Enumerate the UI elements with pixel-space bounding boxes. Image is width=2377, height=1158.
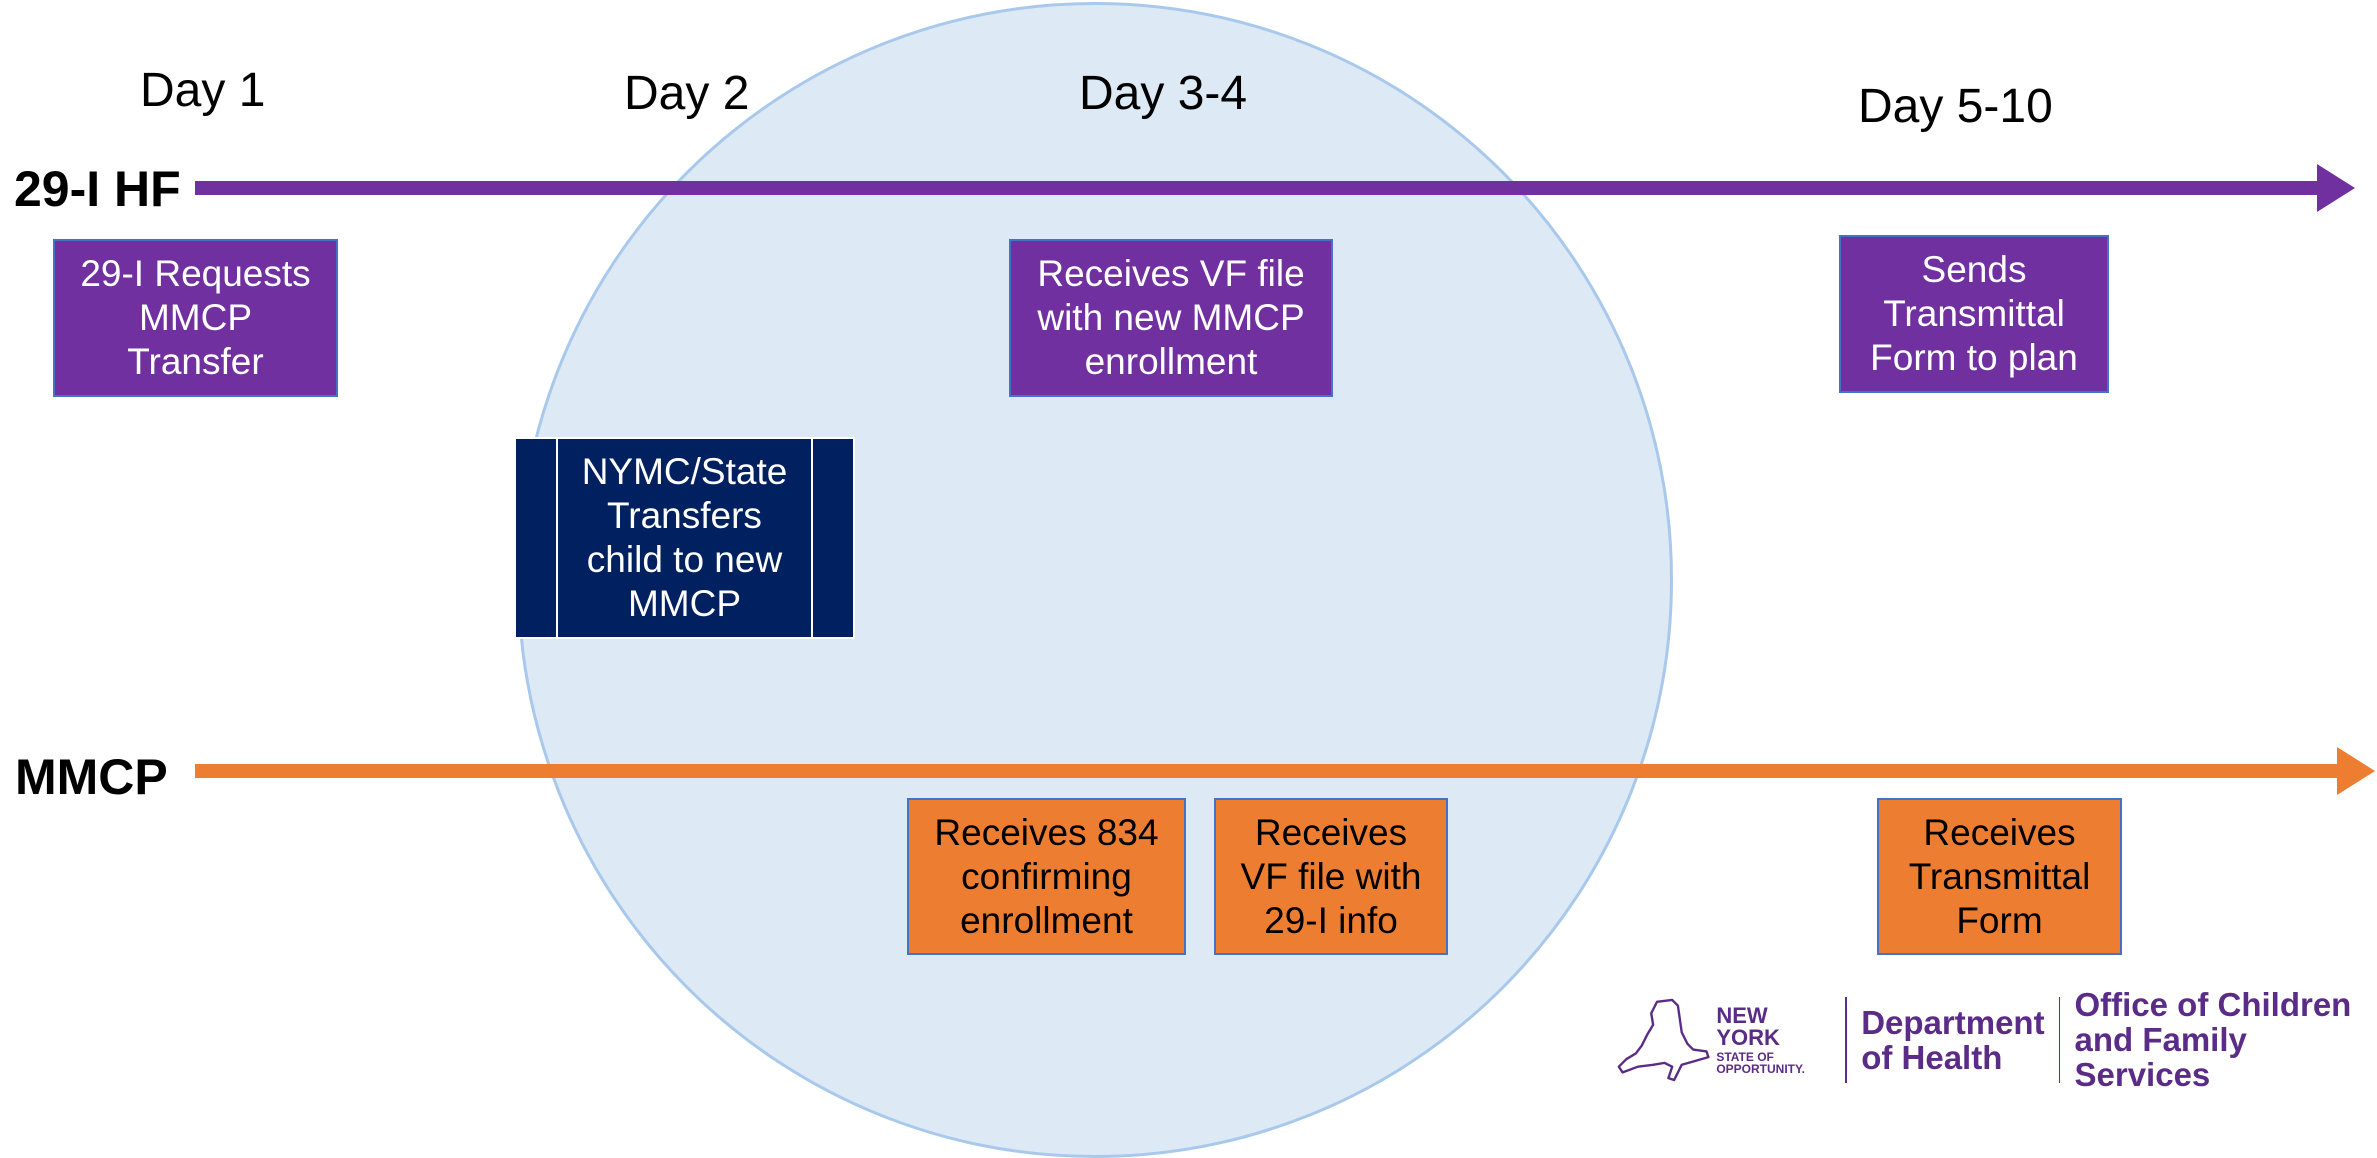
- row-label-29i-hf: 29-I HF: [14, 161, 181, 217]
- footer-logos: NEW YORK STATE OF OPPORTUNITY. Departmen…: [1615, 987, 2377, 1092]
- ny-line-2: STATE OF: [1716, 1049, 1774, 1064]
- step-text-line: enrollment: [1084, 341, 1258, 382]
- step-text-line: Transmittal: [1883, 293, 2065, 334]
- step-text-line: MMCP: [627, 583, 742, 624]
- box-divider: [556, 439, 558, 637]
- doh-line-1: Department: [1861, 1003, 2045, 1041]
- row-label-mmcp: MMCP: [15, 749, 168, 805]
- step-text-line: 29-I info: [1264, 899, 1398, 941]
- department-of-health-logo: Department of Health: [1861, 1005, 2044, 1075]
- day-1-label: Day 1: [140, 64, 266, 117]
- ocfs-logo: Office of Children and Family Services: [2074, 987, 2377, 1092]
- step-text-line: 29-I Requests: [80, 253, 311, 294]
- step-text-line: VF file with: [1240, 855, 1422, 897]
- ny-state-map-icon: [1617, 998, 1710, 1081]
- hf-timeline-arrow: [195, 164, 2355, 212]
- step-text-line: Receives 834: [934, 811, 1159, 853]
- step-text-line: with new MMCP: [1037, 297, 1305, 338]
- step-text-line: Form to plan: [1870, 337, 2078, 378]
- ny-line-3: OPPORTUNITY.: [1716, 1061, 1806, 1076]
- step-text-line: Sends: [1921, 249, 2027, 290]
- ocfs-line-1: Office of Children: [2074, 986, 2352, 1023]
- hf-step-receives-vf-file: Receives VF file with new MMCP enrollmen…: [1009, 239, 1333, 397]
- step-text-line: NYMC/State: [581, 451, 788, 492]
- step-text-line: MMCP: [138, 297, 253, 338]
- box-divider: [811, 439, 813, 637]
- step-text-line: Transfers: [607, 495, 762, 536]
- day-5-10-label: Day 5-10: [1858, 80, 2053, 133]
- mmcp-step-receives-transmittal: Receives Transmittal Form: [1877, 798, 2122, 955]
- day-3-4-label: Day 3-4: [1079, 67, 1248, 120]
- hf-step-sends-transmittal: Sends Transmittal Form to plan: [1839, 235, 2109, 393]
- step-text-line: child to new: [586, 539, 783, 580]
- step-text-line: Transfer: [127, 341, 264, 382]
- step-text-line: confirming: [961, 855, 1132, 897]
- mmcp-step-receives-vf-file: Receives VF file with 29-I info: [1214, 798, 1448, 955]
- day-2-label: Day 2: [624, 67, 750, 120]
- ny-state-wordmark: NEW YORK STATE OF OPPORTUNITY.: [1716, 1002, 1831, 1076]
- step-text-line: Transmittal: [1908, 855, 2091, 897]
- step-text-line: Receives: [1923, 811, 2076, 853]
- state-step-transfer-child: NYMC/State Transfers child to new MMCP: [514, 437, 855, 639]
- footer-divider: [1845, 996, 1848, 1083]
- step-text-line: Receives VF file: [1037, 253, 1305, 294]
- step-text-line: enrollment: [960, 899, 1133, 941]
- ny-line-1: NEW YORK: [1716, 1002, 1780, 1050]
- step-text-line: Receives: [1254, 811, 1408, 853]
- mmcp-step-receives-834: Receives 834 confirming enrollment: [907, 798, 1186, 955]
- footer-divider: [2058, 996, 2061, 1083]
- step-text-line: Form: [1956, 899, 2043, 941]
- ocfs-line-2: and Family Services: [2074, 1021, 2247, 1093]
- doh-line-2: of Health: [1861, 1038, 2003, 1076]
- hf-step-request-transfer: 29-I Requests MMCP Transfer: [53, 239, 338, 397]
- mmcp-timeline-arrow: [195, 747, 2375, 795]
